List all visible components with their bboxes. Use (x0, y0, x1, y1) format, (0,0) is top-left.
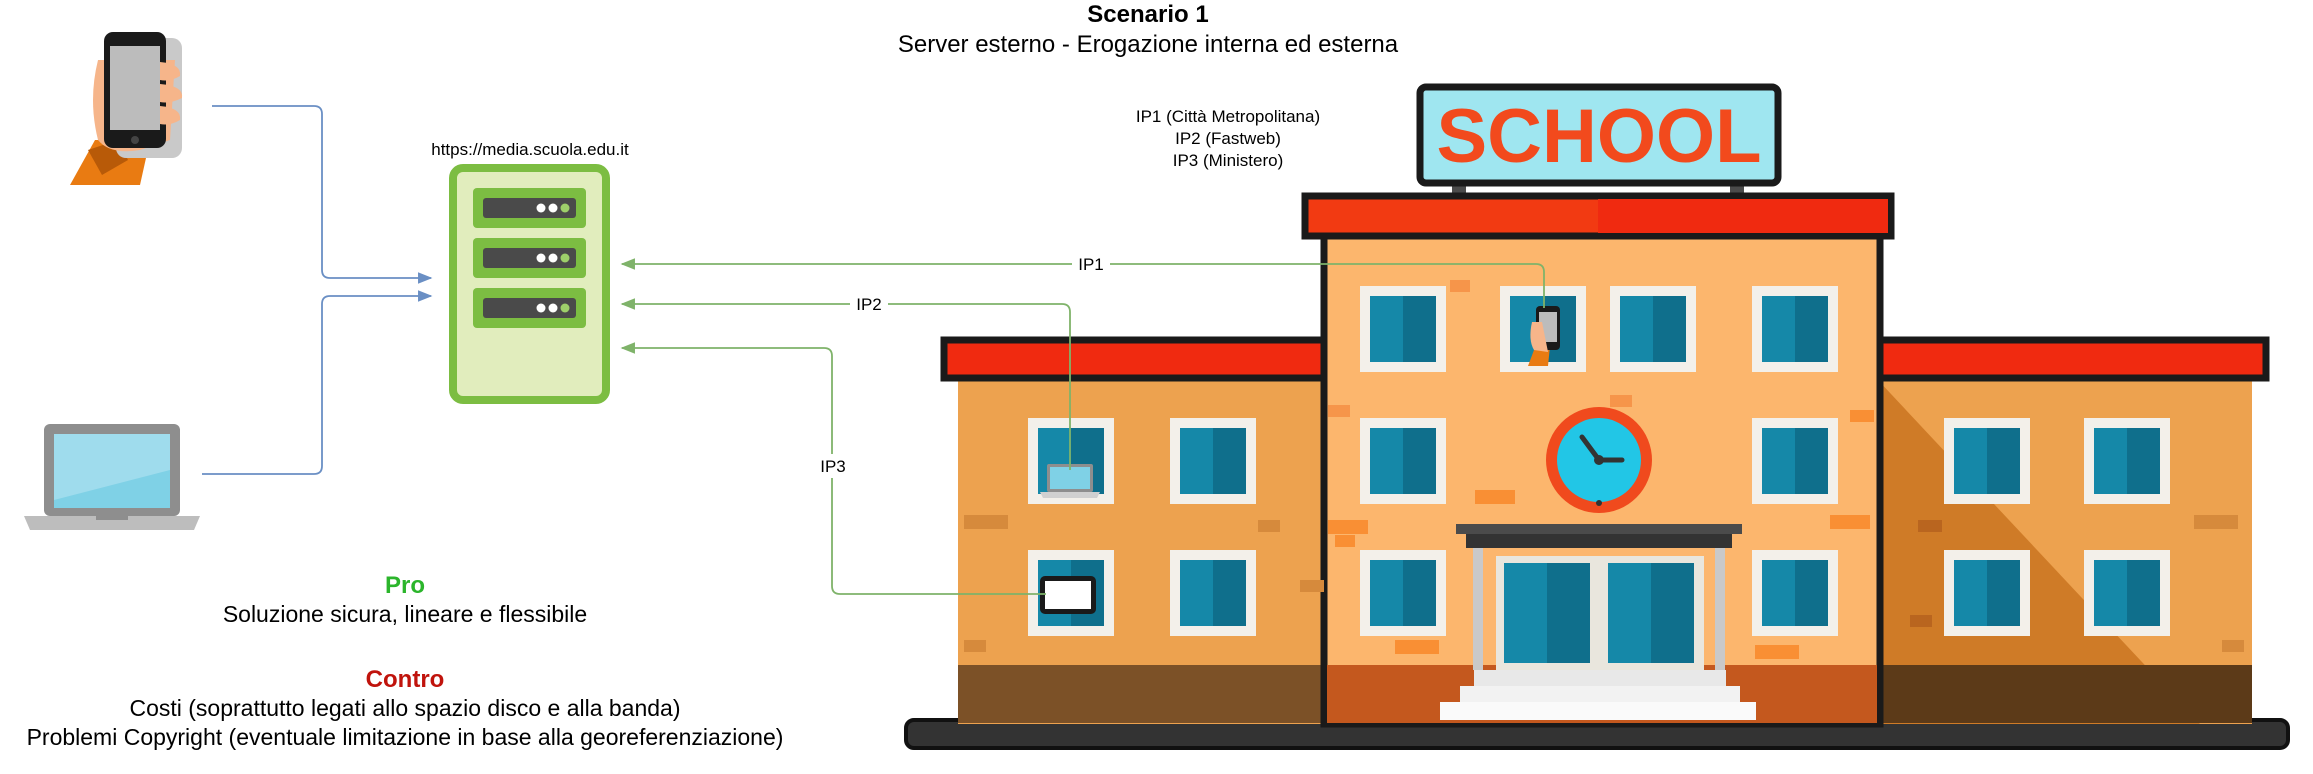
contro-line: Costi (soprattutto legati allo spazio di… (129, 695, 680, 721)
server-rack-unit (473, 238, 586, 278)
laptop-icon (24, 424, 200, 530)
diagram-title: Scenario 1 (1087, 1, 1208, 28)
ip3-label: IP3 (820, 457, 846, 476)
school-sign: SCHOOL (1416, 83, 1782, 202)
server-rack-unit (473, 288, 586, 328)
server-icon (449, 164, 610, 404)
server-url: https://media.scuola.edu.it (431, 140, 629, 159)
diagram-subtitle: Server esterno - Erogazione interna ed e… (898, 31, 1399, 58)
ip1-link (620, 258, 1545, 308)
smartphone-icon (1528, 306, 1560, 366)
tablet-icon (1040, 576, 1096, 614)
school-sign-text: SCHOOL (1436, 94, 1761, 179)
school-building: SCHOOL (904, 83, 2290, 750)
contro-line: Problemi Copyright (eventuale limitazion… (27, 724, 784, 750)
ip2-label: IP2 (856, 295, 882, 314)
smartphone-icon (70, 32, 183, 185)
pro-heading: Pro (385, 572, 425, 599)
pro-text: Soluzione sicura, lineare e flessibile (223, 601, 587, 627)
laptop-to-server-link (202, 290, 433, 475)
clock-icon (1546, 407, 1652, 513)
ip1-label: IP1 (1078, 255, 1104, 274)
contro-heading: Contro (366, 666, 445, 693)
ip-list-item: IP3 (Ministero) (1173, 151, 1284, 170)
ip-list-item: IP1 (Città Metropolitana) (1136, 107, 1320, 126)
laptop-icon (1040, 464, 1100, 498)
phone-to-server-link (212, 105, 433, 284)
server-rack-unit (473, 188, 586, 228)
school-entrance (1440, 524, 1756, 720)
ip2-link (620, 298, 1071, 470)
ip-list-item: IP2 (Fastweb) (1175, 129, 1281, 148)
